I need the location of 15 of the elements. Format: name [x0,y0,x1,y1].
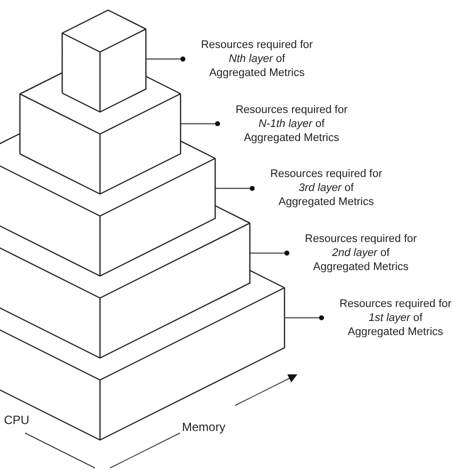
axis-label: Memory [182,420,226,434]
leader-line [214,186,255,191]
layer-block [19,72,182,195]
layer-block [62,10,146,113]
callout-text: Resources required for N-1th layer of Aggregated Metrics [234,102,348,145]
leader-line [180,121,220,126]
leader-line [249,250,290,256]
leader-line [145,56,186,62]
axis-label: CPU [4,413,30,427]
callout-text: Resources required for Nth layer of Aggregated Metrics [200,38,314,80]
layer-block [0,133,216,277]
callout-text: Resources required for 2nd layer of Aggregated Metrics [304,232,418,274]
callout-text: Resources required for 1st layer of Aggregated Metrics [338,296,452,339]
callout-text: Resources required for 3rd layer of Aggregated Metrics [269,167,384,210]
leader-line [284,315,324,320]
